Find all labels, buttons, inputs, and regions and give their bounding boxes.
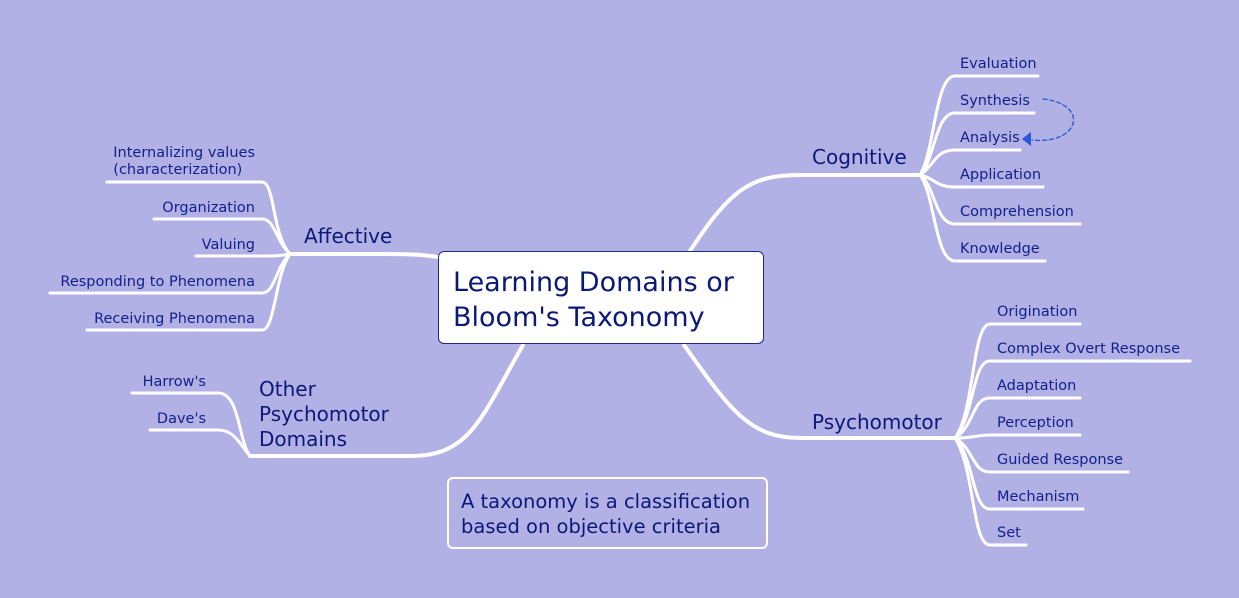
branch-affective[interactable]: Affective bbox=[304, 224, 393, 248]
note-line2: based on objective criteria bbox=[461, 515, 721, 538]
subtopic-harrows[interactable]: Harrow's bbox=[142, 374, 206, 390]
subtopic-set[interactable]: Set bbox=[997, 525, 1021, 541]
connector-psychomotor bbox=[682, 343, 957, 440]
subtopic-application[interactable]: Application bbox=[960, 167, 1042, 183]
subtopic-analysis[interactable]: Analysis bbox=[960, 130, 1020, 146]
subtopic-synthesis[interactable]: Synthesis bbox=[960, 93, 1030, 109]
subtopic-internalizing-values[interactable]: Internalizing values (characterization) bbox=[113, 145, 255, 179]
subtopic-comprehension[interactable]: Comprehension bbox=[960, 204, 1074, 220]
subtopic-responding-to-phenomena[interactable]: Responding to Phenomena bbox=[60, 274, 255, 290]
psychomotor-subconnectors bbox=[953, 322, 1192, 547]
connector-affective bbox=[288, 252, 440, 259]
subtopic-perception[interactable]: Perception bbox=[997, 415, 1074, 431]
note-box[interactable]: A taxonomy is a classification based on … bbox=[447, 477, 768, 549]
relationship-arrowhead-icon bbox=[1022, 132, 1031, 146]
subtopic-evaluation[interactable]: Evaluation bbox=[960, 56, 1037, 72]
branch-other-line1: Other bbox=[259, 377, 316, 401]
subtopic-guided-response[interactable]: Guided Response bbox=[997, 452, 1124, 468]
subtopic-knowledge[interactable]: Knowledge bbox=[960, 241, 1040, 257]
branch-psychomotor[interactable]: Psychomotor bbox=[812, 410, 942, 434]
central-topic-line2: Bloom's Taxonomy bbox=[453, 302, 705, 333]
connector-cognitive bbox=[688, 173, 922, 253]
branch-other-line3: Domains bbox=[259, 427, 348, 451]
subtopic-mechanism[interactable]: Mechanism bbox=[997, 489, 1080, 505]
subtopic-complex-overt-response[interactable]: Complex Overt Response bbox=[997, 341, 1181, 357]
other-subconnectors bbox=[130, 391, 252, 458]
subtopic-adaptation[interactable]: Adaptation bbox=[997, 378, 1077, 394]
branch-cognitive[interactable]: Cognitive bbox=[812, 145, 907, 169]
cognitive-subconnectors bbox=[918, 74, 1082, 263]
subtopic-daves[interactable]: Dave's bbox=[156, 411, 206, 427]
subtopic-origination[interactable]: Origination bbox=[997, 304, 1078, 320]
subtopic-organization[interactable]: Organization bbox=[162, 200, 255, 216]
central-topic-line1: Learning Domains or bbox=[453, 267, 734, 298]
connector-other bbox=[248, 343, 525, 458]
subtopic-valuing[interactable]: Valuing bbox=[201, 237, 255, 253]
central-topic[interactable]: Learning Domains or Bloom's Taxonomy bbox=[438, 251, 764, 344]
relationship-dashed-line bbox=[1031, 98, 1075, 141]
note-line1: A taxonomy is a classification bbox=[461, 490, 751, 513]
affective-subconnectors bbox=[48, 180, 292, 332]
branch-other-psychomotor[interactable]: Other Psychomotor Domains bbox=[259, 377, 389, 452]
branch-other-line2: Psychomotor bbox=[259, 402, 389, 426]
subtopic-receiving-phenomena[interactable]: Receiving Phenomena bbox=[94, 311, 255, 327]
subtopic-internalizing-line1: Internalizing values bbox=[113, 145, 255, 161]
subtopic-internalizing-line2: (characterization) bbox=[113, 162, 243, 178]
